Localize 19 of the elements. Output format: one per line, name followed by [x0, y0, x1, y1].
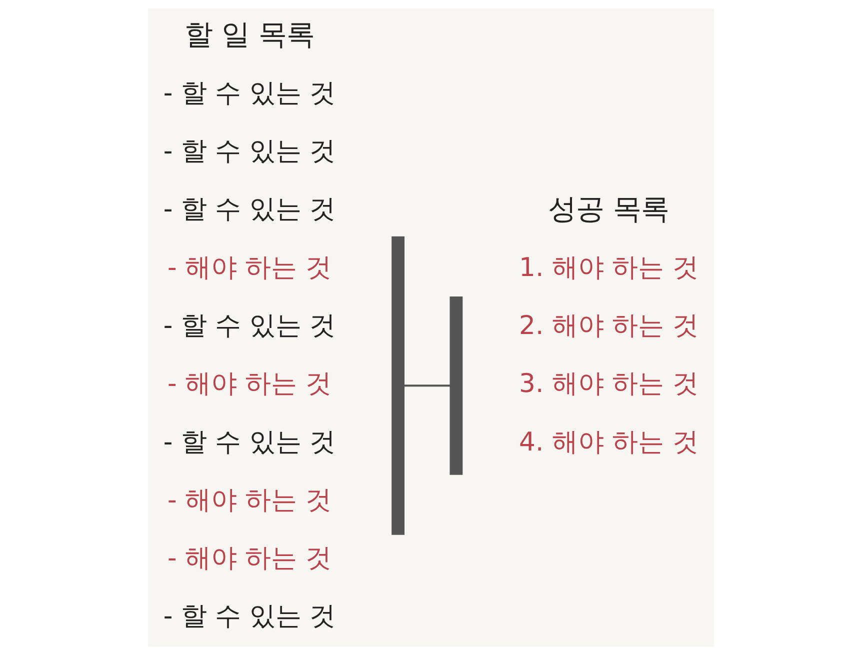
connector	[404, 384, 450, 387]
label: 성공 목록	[548, 192, 670, 226]
node-text: - 해야 하는 것	[167, 252, 332, 283]
node-text: - 해야 하는 것	[167, 544, 332, 574]
node-text: - 할 수 있는 것	[163, 136, 336, 167]
label: 할 일 목록	[184, 18, 314, 51]
node-text: - 할 수 있는 것	[163, 194, 336, 225]
node-text: - 할 수 있는 것	[163, 427, 336, 458]
node-text: - 할 수 있는 것	[163, 602, 336, 632]
node-text: 4. 해야 하는 것	[519, 427, 698, 458]
node-text: 3. 해야 하는 것	[519, 369, 698, 400]
node-text: - 할 수 있는 것	[163, 78, 336, 108]
node-bar	[392, 236, 404, 535]
node-text: - 해야 하는 것	[167, 369, 332, 400]
node-bar	[450, 296, 463, 475]
node-text: 2. 해야 하는 것	[519, 310, 698, 341]
node-text: - 할 수 있는 것	[163, 310, 336, 341]
node-text: - 해야 하는 것	[167, 485, 332, 516]
node-text: 1. 해야 하는 것	[519, 252, 698, 283]
